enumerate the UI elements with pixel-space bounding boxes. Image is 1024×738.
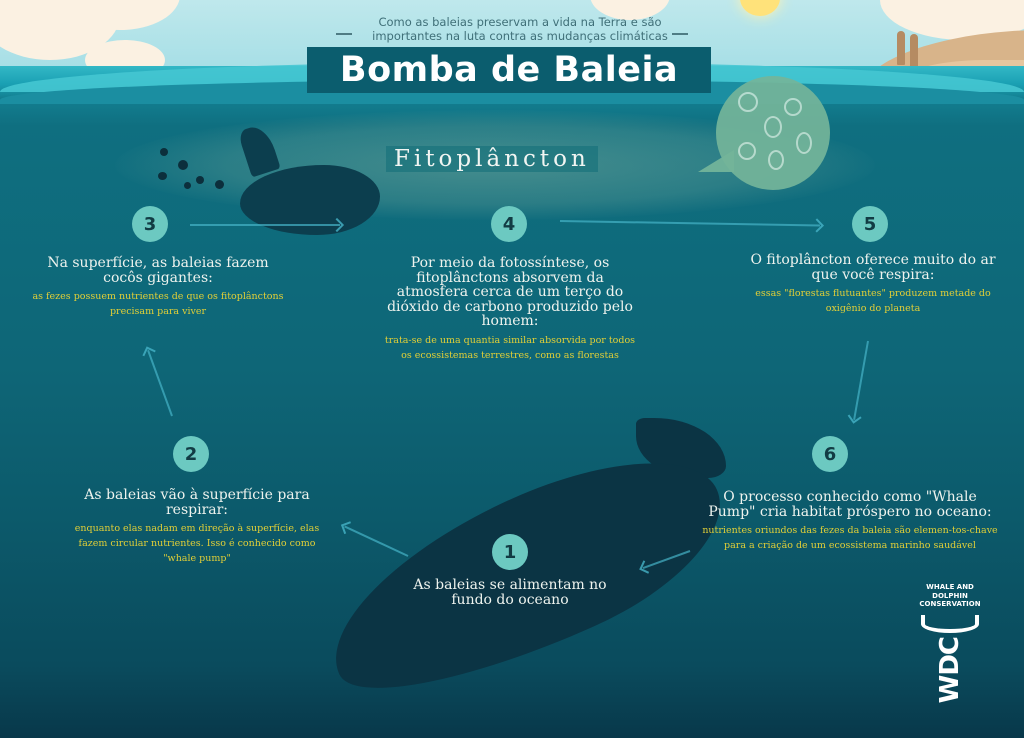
step-6-detail: nutrientes oriundos das fezes da baleia …: [702, 525, 998, 551]
wdc-logo: WHALE AND DOLPHIN CONSERVATION WDC: [918, 583, 982, 703]
step-5: O fitoplâncton oferece muito do ar que v…: [748, 253, 998, 316]
cell-icon: [796, 132, 812, 154]
page-title: Bomba de Baleia: [339, 50, 679, 90]
step-3-heading: Na superfície, as baleias fazem cocôs gi…: [47, 255, 269, 286]
subtitle-line-2: importantes na luta contra as mudanças c…: [372, 29, 668, 43]
step-4-heading: Por meio da fotossíntese, os fitoplâncto…: [387, 255, 633, 329]
person-figure: [910, 34, 918, 68]
step-6: O processo conhecido como "Whale Pump" c…: [702, 490, 998, 553]
step-2-detail: enquanto elas nadam em direção à superfí…: [74, 523, 320, 564]
phytoplankton-label: Fitoplâncton: [386, 146, 598, 172]
logo-line-2: DOLPHIN: [932, 591, 968, 600]
logo-line-3: CONSERVATION: [919, 600, 981, 608]
person-figure: [897, 31, 905, 65]
step-5-heading: O fitoplâncton oferece muito do ar que v…: [750, 252, 996, 283]
logo-mark: WDC: [935, 636, 965, 703]
step-3: Na superfície, as baleias fazem cocôs gi…: [30, 256, 286, 319]
whale-feces: [196, 176, 204, 184]
whale-feces: [178, 160, 188, 170]
step-6-heading: O processo conhecido como "Whale Pump" c…: [708, 489, 992, 520]
header-subtitle: Como as baleias preservam a vida na Terr…: [330, 15, 710, 43]
whale-feces: [215, 180, 224, 189]
step-6-badge: 6: [812, 436, 848, 472]
title-banner: Bomba de Baleia: [307, 47, 711, 93]
divider: [336, 33, 352, 35]
whale-feces: [160, 148, 168, 156]
step-5-detail: essas "florestas flutuantes" produzem me…: [755, 288, 991, 314]
cell-icon: [784, 98, 802, 116]
divider: [672, 33, 688, 35]
phytoplankton-magnifier: [716, 76, 830, 190]
whale-feces: [184, 182, 191, 189]
whale-feces: [158, 172, 167, 180]
step-4: Por meio da fotossíntese, os fitoplâncto…: [382, 256, 638, 363]
step-1: As baleias se alimentam no fundo do ocea…: [400, 578, 620, 607]
cloud: [590, 0, 670, 20]
logo-line-1: WHALE AND: [926, 583, 974, 591]
step-5-badge: 5: [852, 206, 888, 242]
step-3-badge: 3: [132, 206, 168, 242]
step-1-heading: As baleias se alimentam no fundo do ocea…: [413, 577, 607, 608]
step-4-detail: trata-se de uma quantia similar absorvid…: [384, 334, 636, 361]
whale-tail-icon: [921, 614, 979, 633]
step-2-badge: 2: [173, 436, 209, 472]
step-2-heading: As baleias vão à superfície para respira…: [84, 487, 310, 518]
cell-icon: [738, 92, 758, 112]
cell-icon: [764, 116, 782, 138]
arrow-3-to-4: [190, 224, 340, 226]
subtitle-line-1: Como as baleias preservam a vida na Terr…: [378, 15, 662, 29]
sun: [740, 0, 780, 16]
cell-icon: [768, 150, 784, 170]
cell-icon: [738, 142, 756, 160]
step-1-badge: 1: [492, 534, 528, 570]
step-2: As baleias vão à superfície para respira…: [66, 488, 328, 566]
step-3-detail: as fezes possuem nutrientes de que os fi…: [32, 291, 284, 317]
step-4-badge: 4: [491, 206, 527, 242]
